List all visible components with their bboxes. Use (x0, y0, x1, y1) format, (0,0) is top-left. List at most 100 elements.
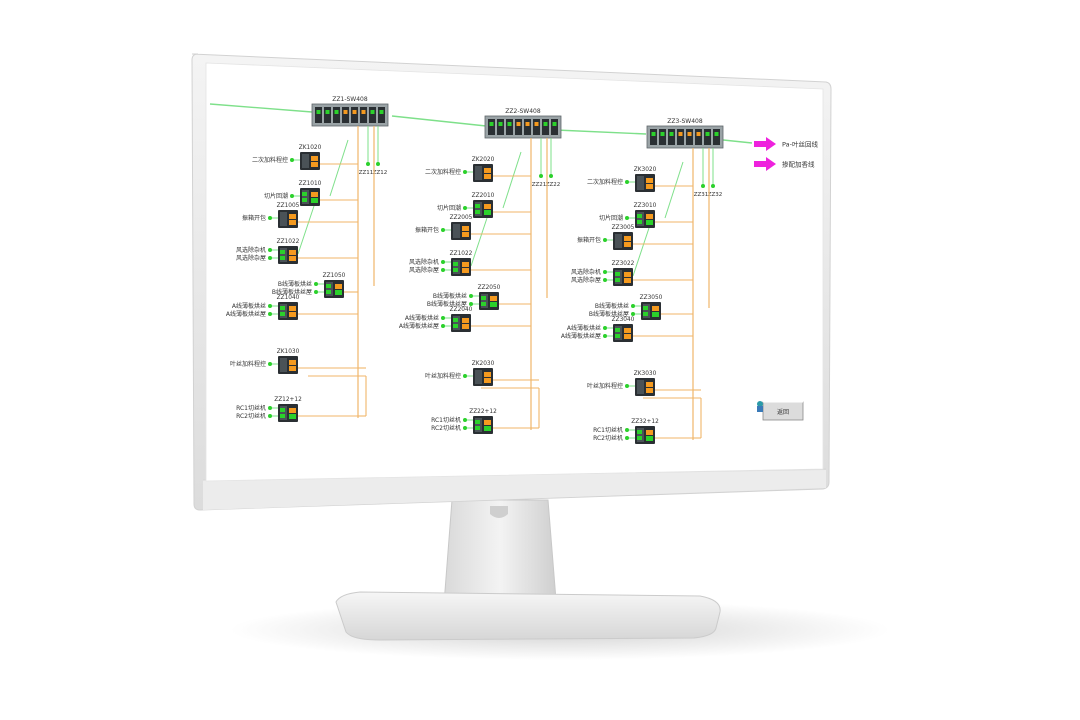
switch-port-led (669, 132, 674, 136)
switch-port-led (343, 110, 348, 114)
device-port (646, 220, 653, 225)
device-name: ZZ22+12 (469, 409, 497, 415)
switch-chassis (646, 125, 724, 149)
switch-port-led (534, 122, 539, 126)
device-signal-label: 切片回潮 (437, 204, 461, 212)
device-signal-label: 叶丝加料程控 (425, 372, 461, 380)
device-panel (475, 166, 482, 180)
device-port-orange (289, 306, 296, 311)
device-port-orange (289, 250, 296, 255)
switch-port-led (696, 132, 701, 136)
switch-port-led (660, 132, 665, 136)
port-endpoint (711, 184, 715, 188)
device-name: ZZ1010 (299, 181, 322, 187)
output-label: 掺配加香线 (782, 160, 815, 169)
device-port-orange (484, 204, 491, 209)
arrow-icon (754, 137, 776, 151)
device-panel (475, 370, 482, 384)
device-port (311, 162, 318, 167)
device-port-green (326, 290, 331, 294)
port-endpoint (539, 174, 543, 178)
device-signal-label: B线薄板烘丝屋 (272, 288, 312, 296)
device-port-green (453, 268, 458, 272)
device-signal-label: RC2切丝机 (593, 434, 623, 442)
device-port-green (326, 284, 331, 288)
device-name: ZZ2050 (478, 285, 501, 291)
return-icon (757, 401, 763, 412)
switch-port-led (316, 110, 321, 114)
switch-name: ZZ2-SW408 (505, 108, 541, 115)
signal-endpoint (631, 304, 635, 308)
port-label: ZZ12 (373, 170, 388, 176)
signal-endpoint (631, 312, 635, 316)
device-port-green (280, 408, 285, 412)
device-panel (453, 260, 460, 274)
device-port-orange (646, 382, 653, 387)
switch-module (695, 129, 702, 145)
device-port-green (475, 204, 480, 208)
device-name: ZZ3005 (612, 225, 635, 231)
device-signal-label: 二次加料程控 (425, 168, 461, 176)
device-port-green (453, 324, 458, 328)
signal-endpoint (268, 414, 272, 418)
device-port (462, 324, 469, 329)
device-panel (280, 406, 287, 420)
backbone-segment (555, 129, 647, 135)
device-signal-label: B线薄板烘丝 (278, 280, 312, 288)
switch-module (378, 107, 385, 123)
signal-endpoint (603, 270, 607, 274)
device-port-orange (624, 328, 631, 333)
signal-endpoint (469, 294, 473, 298)
switch-module (333, 107, 340, 123)
device-signal-label: 风选除杂屋 (571, 276, 601, 284)
port-endpoint (376, 162, 380, 166)
device-port-green (280, 306, 285, 310)
green-uplink (297, 205, 315, 255)
switch-port-led (516, 122, 521, 126)
device-panel (615, 234, 622, 248)
device-signal-label: A线薄板烘丝屋 (226, 310, 266, 318)
device-name: ZZ2040 (450, 307, 473, 313)
switch-port-led (361, 110, 366, 114)
device-port-orange (484, 420, 491, 425)
signal-endpoint (603, 278, 607, 282)
signal-endpoint (268, 406, 272, 410)
switch-port-led (525, 122, 530, 126)
return-button[interactable]: 返回 (757, 401, 804, 421)
device-port (484, 174, 491, 179)
signal-endpoint (441, 316, 445, 320)
switch-module (542, 119, 549, 135)
device-name: ZZ1022 (277, 239, 300, 245)
device-port (311, 198, 318, 203)
device-port-green (615, 334, 620, 338)
device-port-green (637, 214, 642, 218)
switch-module (713, 129, 720, 145)
